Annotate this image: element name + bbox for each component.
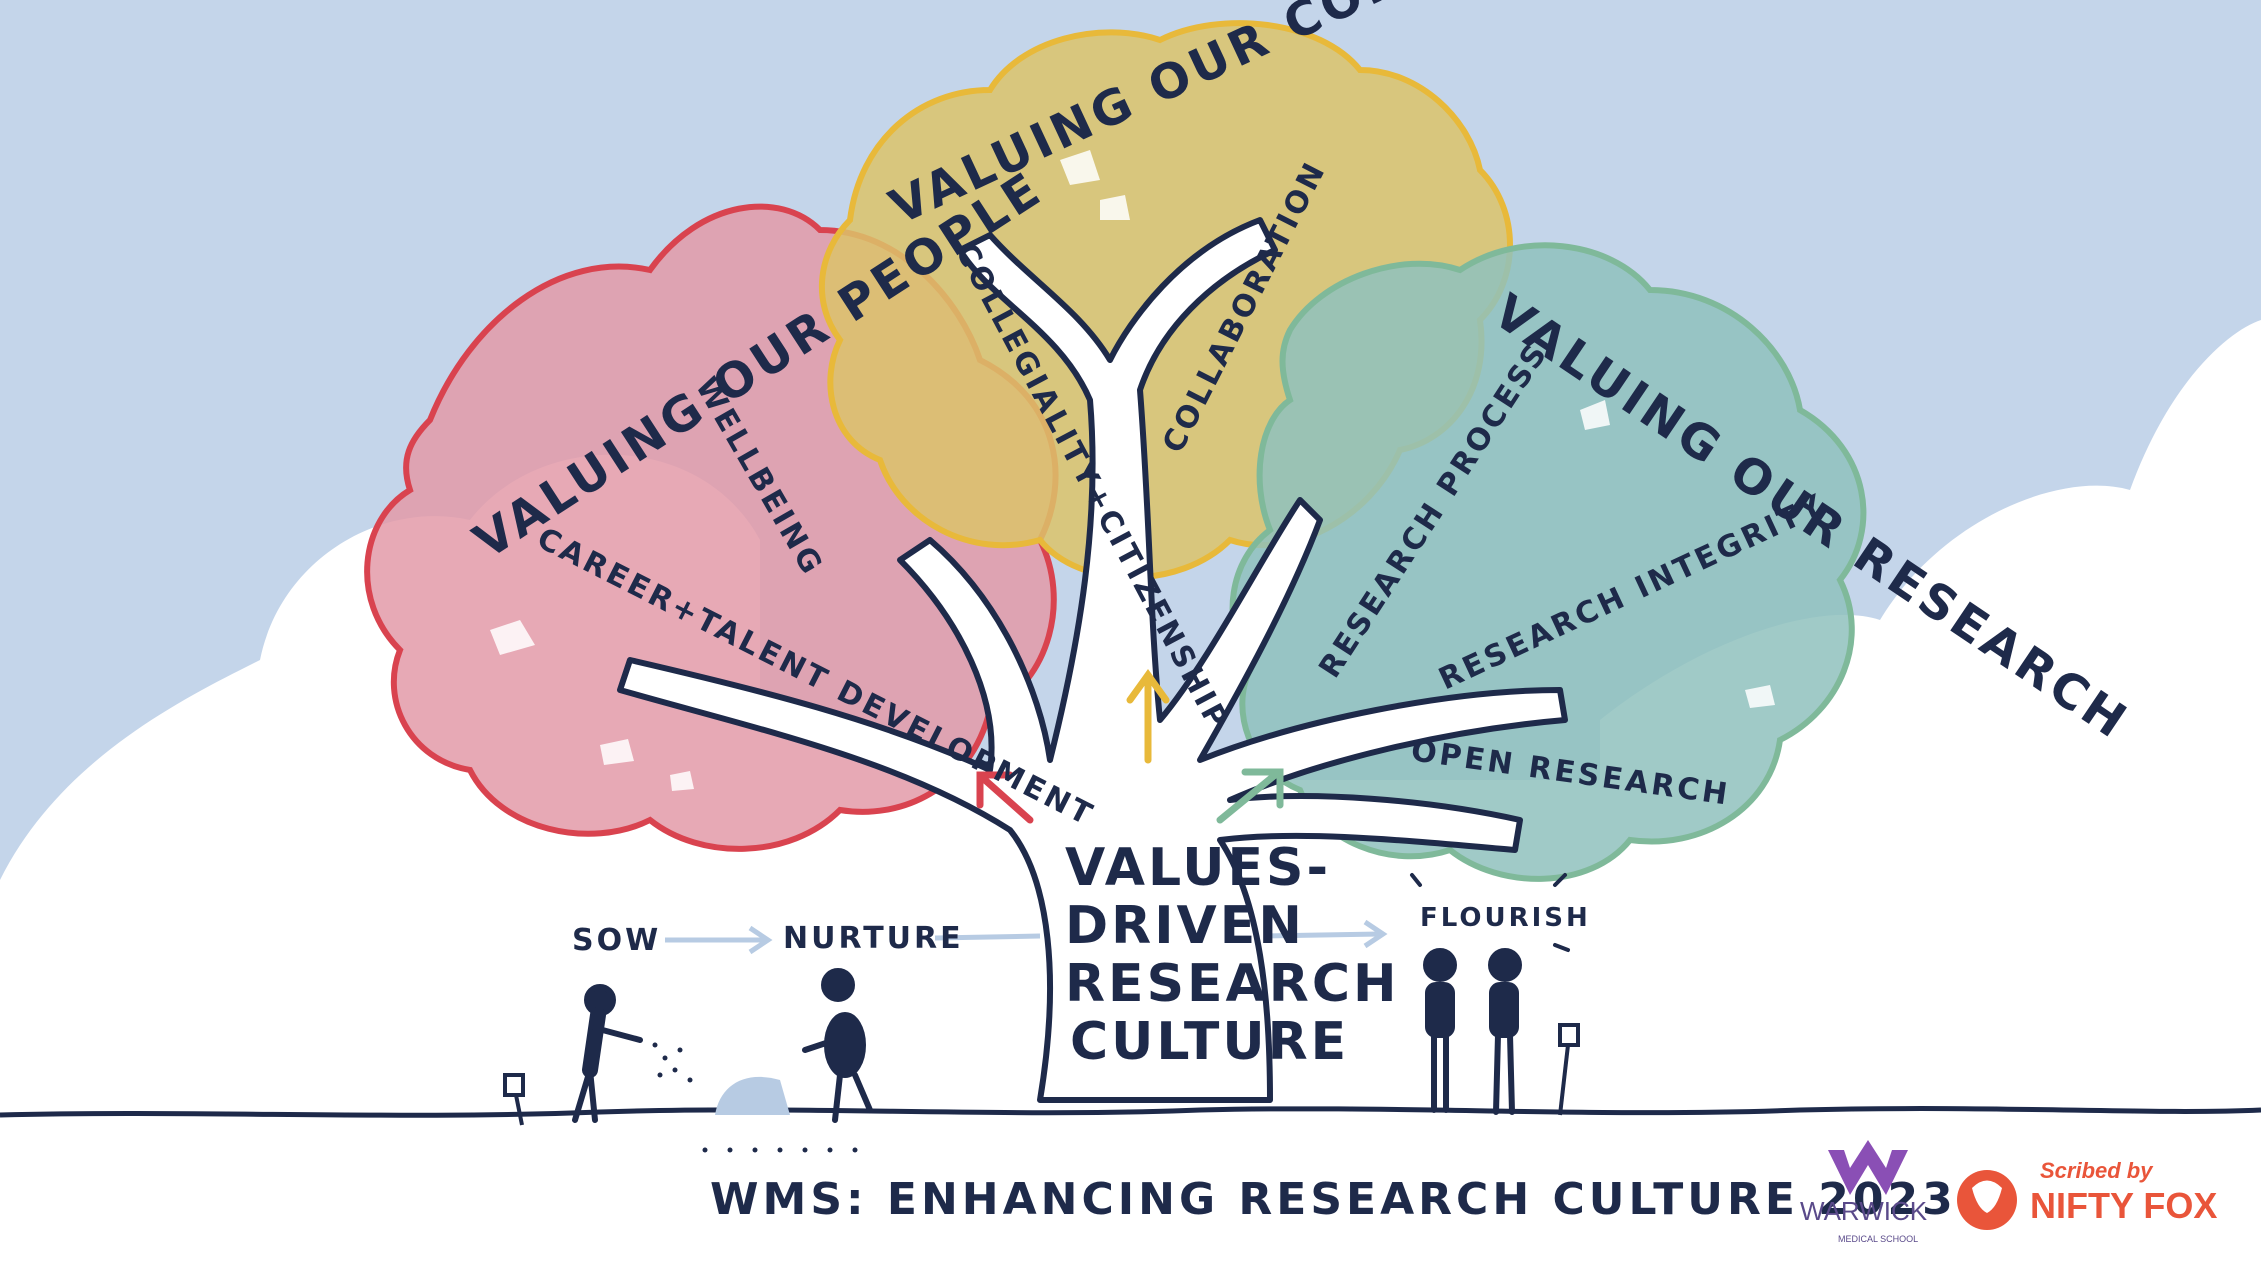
warwick-logo: WARWICK MEDICAL SCHOOL: [1800, 1140, 1928, 1244]
footer-title: WMS: ENHANCING RESEARCH CULTURE 2023: [710, 1174, 1957, 1225]
warwick-logo-text: WARWICK: [1800, 1196, 1928, 1226]
scribed-by-text: Scribed by: [2040, 1158, 2154, 1183]
trunk-text-line3: RESEARCH: [1065, 954, 1400, 1014]
figure-flourish-1: [1423, 948, 1457, 1113]
ground-dots: [702, 1147, 858, 1153]
trunk-text-line1: VALUES-: [1065, 838, 1331, 898]
signpost-right: [1558, 1023, 1580, 1116]
seed-dots: [652, 1042, 693, 1083]
arrow-green: [1216, 768, 1284, 824]
trunk-text-line4: CULTURE: [1070, 1012, 1349, 1072]
arrow-yellow: [1126, 669, 1170, 764]
flourish-sparks: [1410, 873, 1570, 952]
process-label-nurture: NURTURE: [783, 921, 964, 956]
process-label-sow: SOW: [572, 923, 661, 958]
nifty-fox-logo: Scribed by NIFTY FOX: [1957, 1158, 2217, 1230]
signpost-left: [503, 1073, 525, 1126]
process-label-flourish: FLOURISH: [1420, 903, 1591, 933]
process-arrow-tree-flourish: [1264, 919, 1388, 949]
process-arrow-nurture-tree: [934, 933, 1041, 941]
water-splash: [715, 1076, 790, 1115]
warwick-mark-icon: [1828, 1140, 1908, 1195]
figure-sower: [572, 984, 643, 1123]
nifty-fox-text: NIFTY FOX: [2030, 1185, 2217, 1226]
figure-flourish-2: [1488, 948, 1522, 1115]
ground-line: [0, 1106, 2261, 1118]
process-arrow-sow-nurture: [665, 925, 773, 955]
arrow-red: [976, 771, 1034, 824]
figure-waterer: [802, 968, 873, 1123]
tree-trunk: [617, 217, 1568, 1103]
warwick-logo-subtext: MEDICAL SCHOOL: [1838, 1234, 1918, 1244]
trunk-text-line2: DRIVEN: [1065, 896, 1305, 956]
